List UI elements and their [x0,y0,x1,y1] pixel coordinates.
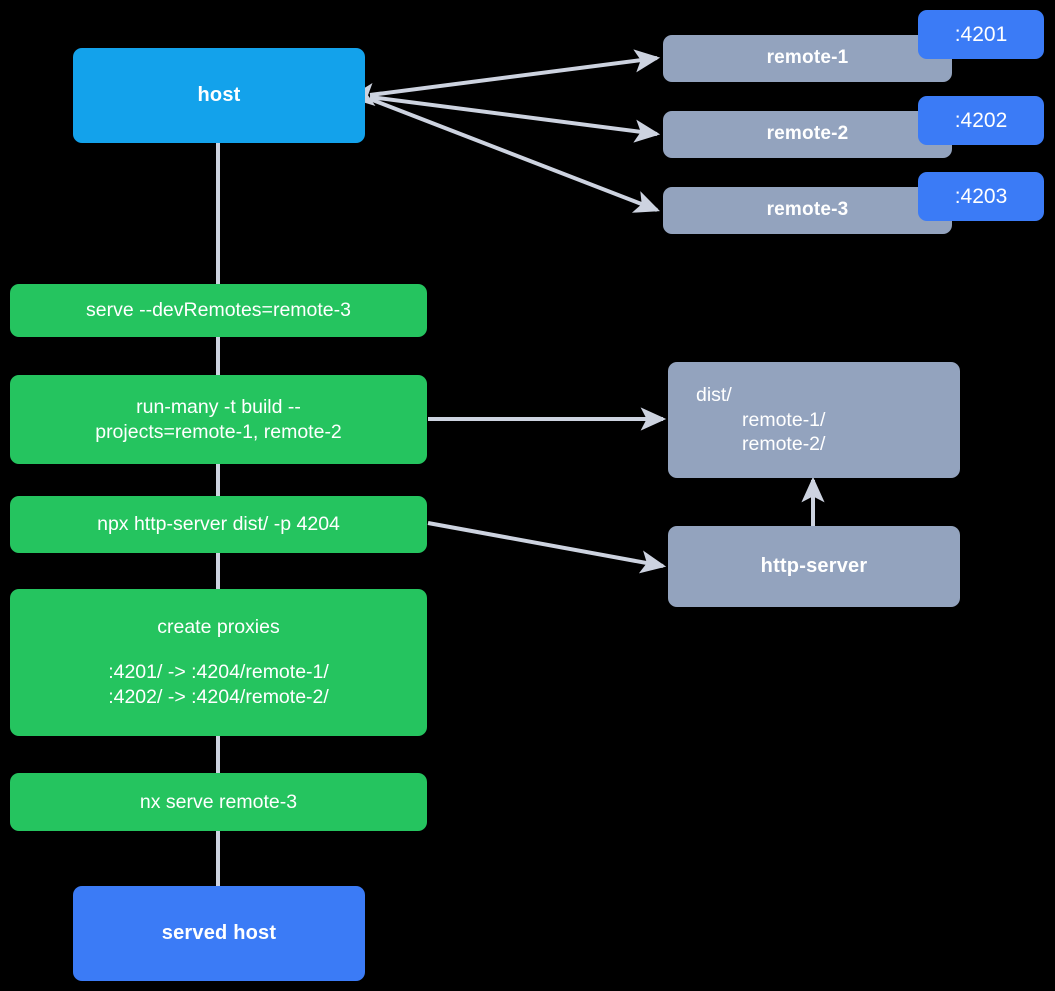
edge-host-to-remote-3 [369,97,660,213]
node-cmd-create-proxies-mapping-1: :4201/ -> :4204/remote-1/ [108,661,329,684]
node-cmd-serve-devremotes-label: serve --devRemotes=remote-3 [86,299,351,322]
node-dist-output[interactable]: dist/ remote-1/ remote-2/ [668,362,960,478]
edge-host-to-remote-2 [369,95,661,143]
node-cmd-run-many-build-line-2: projects=remote-1, remote-2 [95,420,342,443]
badge-port-remote-1-label: :4201 [954,22,1008,46]
node-remote-2-label: remote-2 [766,123,849,145]
badge-port-remote-1[interactable]: :4201 [918,10,1044,59]
node-cmd-run-many-build-line-1: run-many -t build -- [136,395,301,418]
node-remote-3[interactable]: remote-3 [663,187,952,234]
node-dist-output-remote-2: remote-2/ [742,433,826,456]
node-dist-output-remote-1: remote-1/ [742,408,826,431]
node-dist-output-root: dist/ [696,383,732,406]
node-served-host-label: served host [161,921,277,944]
edge-host-to-remote-1 [348,49,661,106]
node-remote-2[interactable]: remote-2 [663,111,952,158]
badge-port-remote-2[interactable]: :4202 [918,96,1044,145]
badge-port-remote-2-label: :4202 [954,108,1008,132]
node-served-host[interactable]: served host [73,886,365,981]
node-remote-3-label: remote-3 [766,199,849,221]
edge-http-cmd-to-http-server [427,521,667,574]
node-cmd-npx-http-server-label: npx http-server dist/ -p 4204 [97,513,340,536]
node-remote-1-label: remote-1 [766,47,849,69]
node-http-server-label: http-server [760,554,868,577]
badge-port-remote-3[interactable]: :4203 [918,172,1044,221]
node-host[interactable]: host [73,48,365,143]
node-host-label: host [197,83,241,106]
node-cmd-nx-serve-remote-3[interactable]: nx serve remote-3 [10,773,427,831]
badge-port-remote-3-label: :4203 [954,184,1008,208]
node-cmd-serve-devremotes[interactable]: serve --devRemotes=remote-3 [10,284,427,337]
node-cmd-run-many-build[interactable]: run-many -t build -- projects=remote-1, … [10,375,427,464]
node-cmd-create-proxies-mapping-2: :4202/ -> :4204/remote-2/ [108,685,329,708]
node-cmd-nx-serve-remote-3-label: nx serve remote-3 [139,790,298,813]
node-remote-1[interactable]: remote-1 [663,35,952,82]
node-cmd-create-proxies-title: create proxies [157,616,280,639]
node-http-server[interactable]: http-server [668,526,960,607]
node-cmd-npx-http-server[interactable]: npx http-server dist/ -p 4204 [10,496,427,553]
node-cmd-create-proxies[interactable]: create proxies :4201/ -> :4204/remote-1/… [10,589,427,736]
